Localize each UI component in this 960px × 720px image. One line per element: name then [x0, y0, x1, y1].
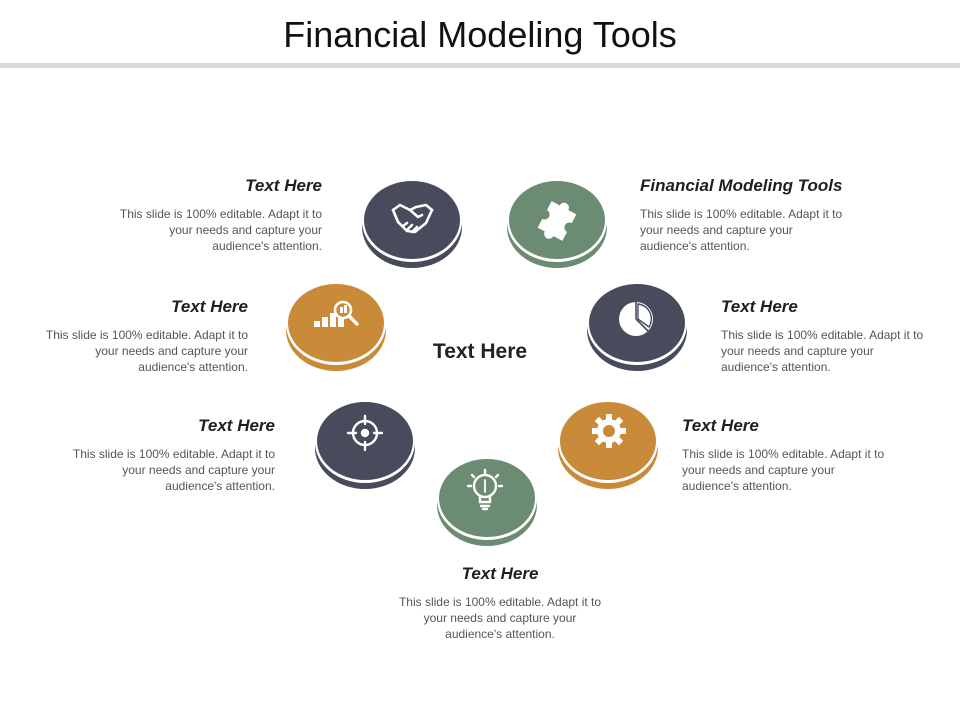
disc-bar-chart — [284, 277, 388, 373]
text-block-top-right: Financial Modeling Tools This slide is 1… — [640, 176, 880, 254]
text-block-lower-left: Text Here This slide is 100% editable. A… — [55, 416, 275, 494]
text-block-top-left: Text Here This slide is 100% editable. A… — [102, 176, 322, 254]
disc-puzzle — [505, 174, 609, 270]
text-block-bottom: Text Here This slide is 100% editable. A… — [390, 564, 610, 642]
block-body: This slide is 100% editable. Adapt it to… — [45, 328, 248, 374]
text-block-lower-right: Text Here This slide is 100% editable. A… — [682, 416, 902, 494]
block-heading: Text Here — [198, 416, 275, 435]
block-heading: Text Here — [721, 297, 798, 316]
block-heading: Text Here — [171, 297, 248, 316]
gear-icon — [592, 414, 626, 448]
handshake-icon — [391, 203, 434, 234]
block-heading: Financial Modeling Tools — [640, 176, 843, 195]
target-icon — [346, 414, 384, 452]
disc-lightbulb — [435, 452, 539, 548]
text-block-mid-right: Text Here This slide is 100% editable. A… — [721, 297, 941, 375]
disc-handshake — [360, 174, 464, 270]
lightbulb-gear-icon — [466, 468, 504, 511]
block-body: This slide is 100% editable. Adapt it to… — [640, 207, 843, 253]
slide-title: Financial Modeling Tools — [283, 14, 677, 55]
block-body: This slide is 100% editable. Adapt it to… — [119, 207, 322, 253]
puzzle-icon — [537, 201, 577, 241]
block-body: This slide is 100% editable. Adapt it to… — [721, 328, 924, 374]
text-block-mid-left: Text Here This slide is 100% editable. A… — [28, 297, 248, 375]
block-body: This slide is 100% editable. Adapt it to… — [398, 595, 602, 641]
pie-chart-icon — [619, 302, 653, 336]
bar-chart-magnifier-icon — [314, 300, 359, 327]
disc-gear — [556, 395, 660, 491]
disc-target — [313, 395, 417, 491]
block-heading: Text Here — [682, 416, 759, 435]
center-label: Text Here — [432, 340, 528, 363]
block-body: This slide is 100% editable. Adapt it to… — [682, 447, 885, 493]
block-body: This slide is 100% editable. Adapt it to… — [72, 447, 275, 493]
disc-pie-chart — [585, 277, 689, 373]
block-heading: Text Here — [245, 176, 322, 195]
block-heading: Text Here — [461, 564, 539, 583]
title-divider — [0, 63, 960, 68]
